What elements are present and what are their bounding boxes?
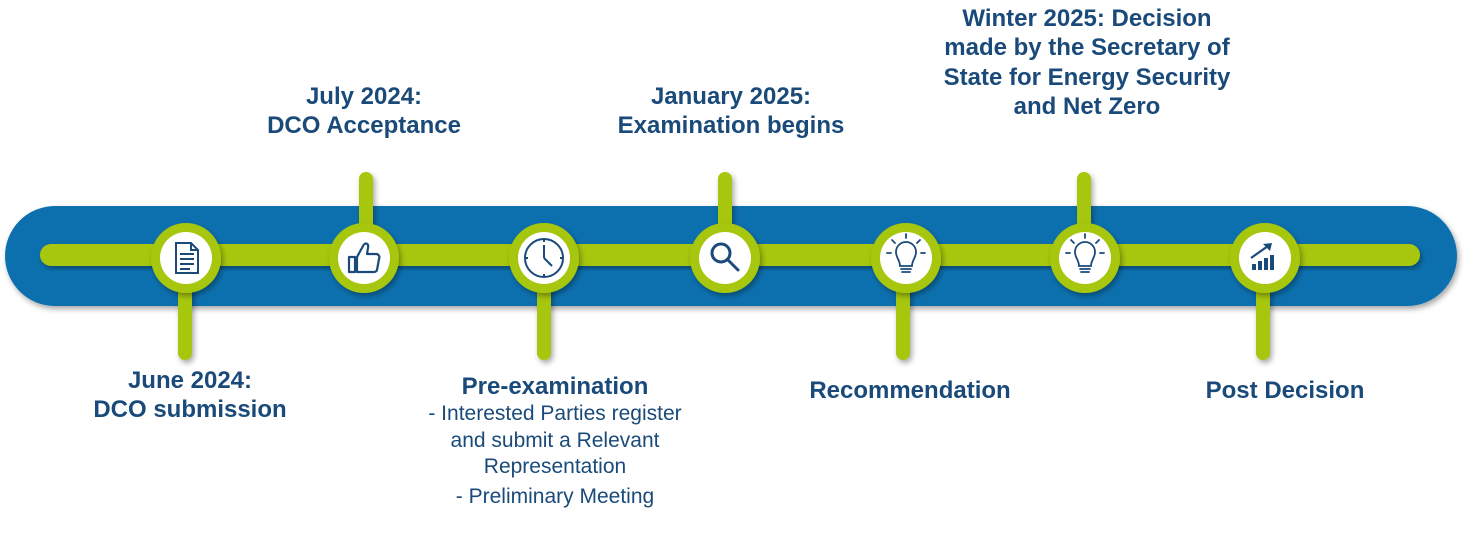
milestone-title-line: made by the Secretary of bbox=[944, 34, 1230, 62]
lightbulb-icon bbox=[886, 233, 926, 273]
milestone-title-line: Winter 2025: Decision bbox=[962, 5, 1212, 32]
milestone-title-line: DCO submission bbox=[93, 396, 287, 424]
milestone-july-2024: July 2024: DCO Acceptance bbox=[244, 82, 484, 141]
milestone-title-line: July 2024: bbox=[305, 83, 423, 110]
node-lightbulb-2 bbox=[1050, 223, 1120, 293]
thumbs-up-icon bbox=[347, 242, 381, 274]
growth-chart-icon bbox=[1250, 243, 1274, 270]
milestone-pre-examination: Pre-examination - Interested Parties reg… bbox=[380, 372, 730, 510]
milestone-recommendation: Recommendation bbox=[770, 376, 1050, 405]
milestone-title-line: January 2025: bbox=[650, 83, 812, 110]
milestone-title-line: June 2024: bbox=[127, 367, 253, 394]
milestone-title: Post Decision bbox=[1205, 377, 1365, 404]
milestone-detail-line: and submit a Relevant bbox=[450, 428, 660, 452]
milestone-post-decision: Post Decision bbox=[1160, 376, 1410, 405]
milestone-june-2024: June 2024: DCO submission bbox=[70, 366, 310, 425]
milestone-title-line: and Net Zero bbox=[1013, 92, 1161, 120]
milestone-detail-line: - Preliminary Meeting bbox=[455, 485, 655, 509]
magnifier-icon bbox=[710, 242, 740, 272]
milestone-title-line: State for Energy Security bbox=[943, 63, 1231, 91]
milestone-detail-line: Representation bbox=[483, 454, 627, 478]
lightbulb-icon bbox=[1065, 233, 1105, 273]
milestone-title-line: Examination begins bbox=[617, 112, 845, 140]
node-lightbulb-1 bbox=[871, 223, 941, 293]
node-magnifier bbox=[690, 223, 760, 293]
milestone-title-line: DCO Acceptance bbox=[267, 112, 461, 140]
milestone-winter-2025: Winter 2025: Decision made by the Secret… bbox=[932, 4, 1242, 121]
milestone-january-2025: January 2025: Examination begins bbox=[590, 82, 872, 141]
document-icon bbox=[175, 242, 199, 274]
milestone-title: Recommendation bbox=[809, 377, 1011, 404]
milestone-detail-line: - Interested Parties register bbox=[428, 402, 682, 426]
node-thumbs-up bbox=[329, 223, 399, 293]
milestone-title: Pre-examination bbox=[461, 373, 649, 400]
clock-icon bbox=[524, 238, 564, 278]
